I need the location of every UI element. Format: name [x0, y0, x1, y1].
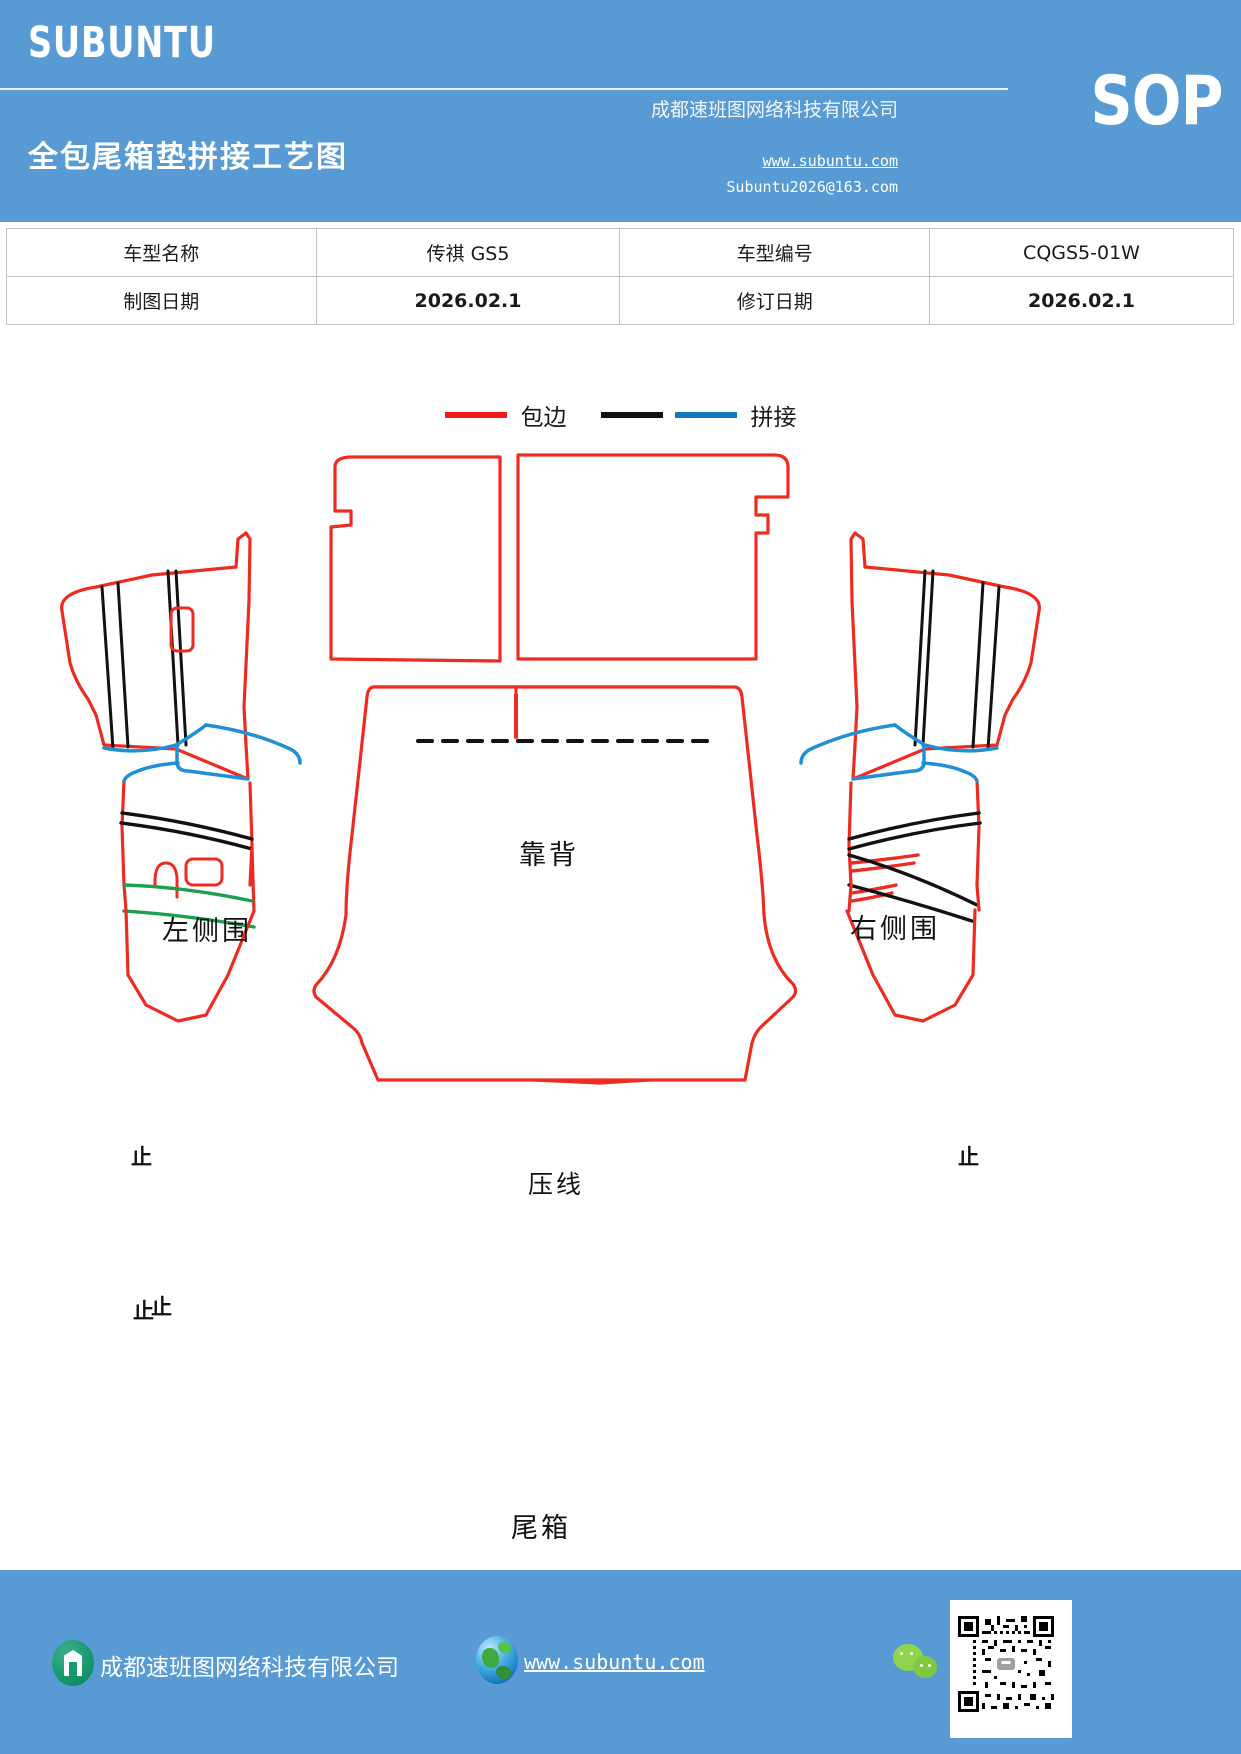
stop-mark-left-upper: 止	[131, 1145, 152, 1169]
footer-company-name: 成都速班图网络科技有限公司	[100, 1655, 399, 1681]
value-revision-date: 2026.02.1	[929, 276, 1234, 325]
label-draw-date: 制图日期	[6, 276, 317, 325]
label-vehicle-name: 车型名称	[6, 228, 317, 277]
header-website-link[interactable]: www.subuntu.com	[762, 152, 898, 170]
globe-land-2	[498, 1642, 511, 1653]
value-draw-date: 2026.02.1	[315, 276, 621, 325]
legend-swatch-splice-black	[600, 412, 663, 418]
stop-mark-left-lower-2: 止	[151, 1295, 172, 1319]
value-vehicle-name: 传祺 GS5	[315, 228, 621, 277]
part-trunk-mat-outline	[312, 685, 798, 1082]
header-divider	[0, 88, 1008, 90]
parts-outline-svg	[60, 453, 1041, 1085]
legend-swatch-splice-blue	[674, 412, 737, 418]
stop-mark-right-upper: 止	[958, 1145, 979, 1169]
wechat-dot-4	[928, 1664, 931, 1667]
part-left-side	[60, 531, 302, 1023]
header-company-name: 成都速班图网络科技有限公司	[650, 99, 898, 121]
label-trunk: 尾箱	[511, 1513, 571, 1544]
wechat-dot-1	[900, 1652, 903, 1655]
wechat-dot-2	[910, 1652, 913, 1655]
label-backrest: 靠背	[519, 840, 579, 871]
globe-land-3	[496, 1666, 511, 1679]
company-building-icon	[52, 1640, 94, 1686]
sop-badge: SOP	[1090, 62, 1224, 141]
technical-drawing-canvas: 靠背 左侧围 右侧围 压线 尾箱 止 止 止 止	[0, 415, 1241, 1544]
label-crease-line: 压线	[528, 1170, 585, 1199]
table-row: 车型名称 传祺 GS5 车型编号 CQGS5-01W	[6, 228, 1234, 277]
globe-icon	[476, 1636, 518, 1684]
label-vehicle-code: 车型编号	[619, 228, 931, 277]
part-backrest	[329, 453, 790, 663]
label-right-side: 右侧围	[850, 914, 940, 945]
header-email[interactable]: Subuntu2026@163.com	[726, 178, 898, 196]
legend-label-splice: 拼接	[750, 405, 797, 431]
wechat-bubble-small	[913, 1656, 937, 1678]
label-revision-date: 修订日期	[619, 276, 931, 325]
vehicle-info-table: 车型名称 传祺 GS5 车型编号 CQGS5-01W 制图日期 2026.02.…	[6, 228, 1234, 325]
legend: 包边 拼接	[0, 398, 1241, 432]
legend-label-binding: 包边	[520, 405, 567, 431]
label-left-side: 左侧围	[162, 916, 252, 947]
stop-mark-left-lower: 止	[133, 1299, 154, 1323]
wechat-icon	[893, 1644, 949, 1684]
brand-logo: SUBUNTU	[28, 18, 216, 68]
page-header: SUBUNTU SOP 成都速班图网络科技有限公司 全包尾箱垫拼接工艺图 www…	[0, 0, 1241, 222]
legend-swatch-binding	[444, 412, 507, 418]
value-vehicle-code: CQGS5-01W	[929, 228, 1234, 277]
qr-code-svg	[955, 1613, 1057, 1715]
part-right-side	[799, 531, 1041, 1023]
page-title: 全包尾箱垫拼接工艺图	[28, 140, 348, 175]
qr-code	[950, 1600, 1072, 1738]
table-row: 制图日期 2026.02.1 修订日期 2026.02.1	[6, 276, 1234, 325]
globe-land-1	[482, 1648, 499, 1668]
footer-website-link[interactable]: www.subuntu.com	[524, 1650, 705, 1674]
wechat-dot-3	[920, 1664, 923, 1667]
page-footer: 成都速班图网络科技有限公司 www.subuntu.com	[0, 1570, 1241, 1754]
